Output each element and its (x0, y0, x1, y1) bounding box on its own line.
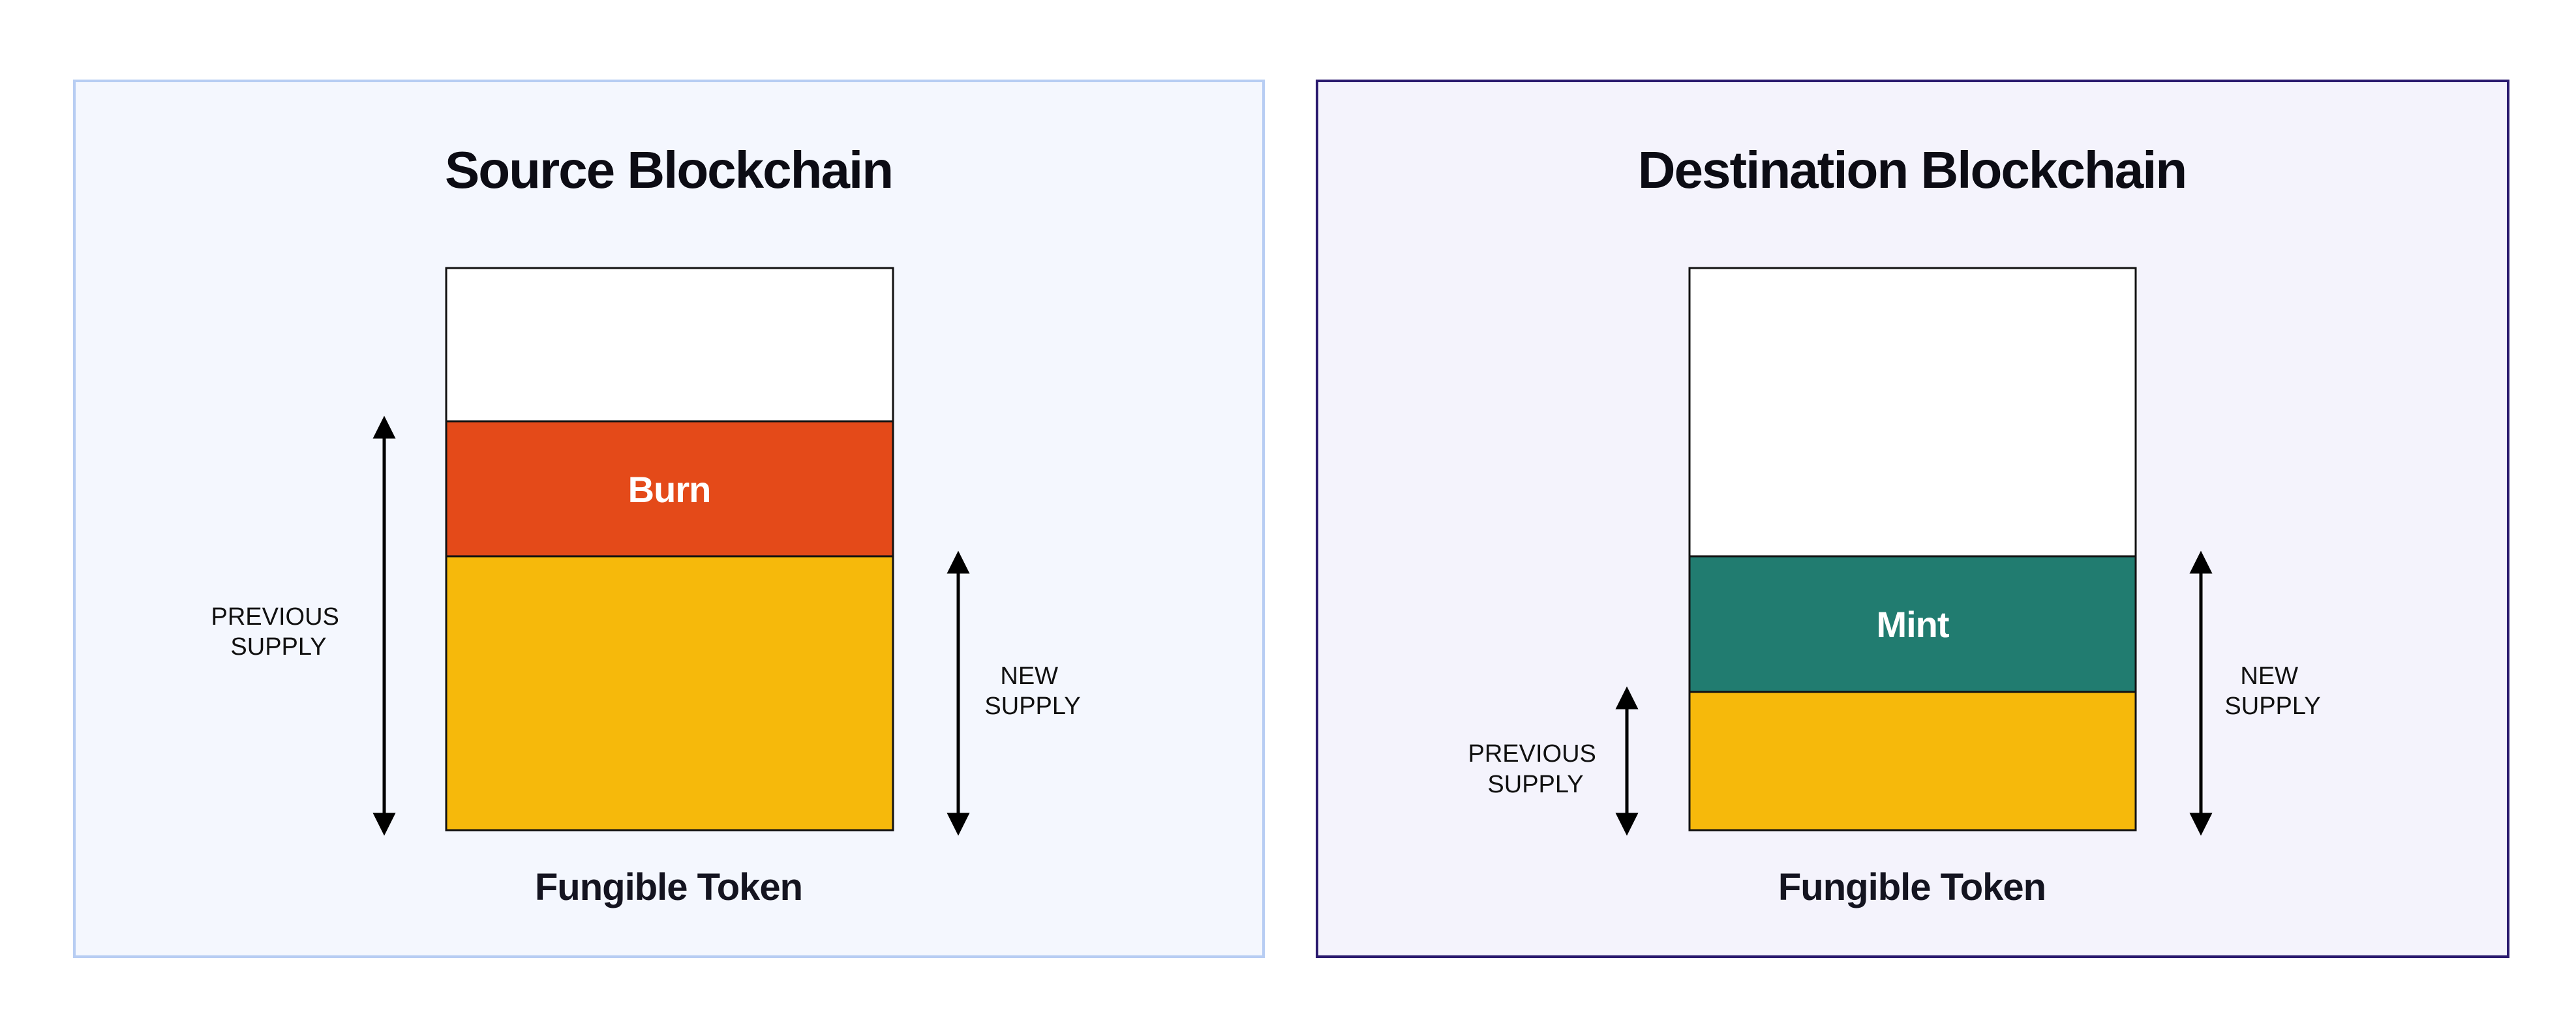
destination-empty-segment (1688, 267, 2137, 558)
destination-title: Destination Blockchain (1638, 141, 2187, 199)
source-remaining-supply-segment (445, 555, 894, 831)
destination-blockchain-panel: Destination Blockchain Mint PREVIOUS SUP… (1316, 80, 2509, 958)
burn-label: Burn (628, 469, 711, 510)
mint-label: Mint (1876, 604, 1948, 645)
mint-segment (1688, 555, 2137, 693)
source-title: Source Blockchain (445, 141, 892, 199)
destination-token-bar: Mint (1688, 267, 2137, 831)
destination-caption: Fungible Token (1778, 866, 2046, 908)
destination-previous-supply-label: PREVIOUS SUPPLY (1468, 740, 1603, 798)
source-empty-segment (445, 267, 894, 423)
source-new-supply-label: NEW SUPPLY (984, 663, 1080, 720)
destination-new-supply-label: NEW SUPPLY (2224, 663, 2320, 720)
destination-previous-supply-segment (1688, 691, 2137, 831)
source-caption: Fungible Token (535, 866, 802, 908)
source-blockchain-panel: Source Blockchain Burn PREVIOUS SUPPLY N… (73, 80, 1265, 958)
source-token-bar: Burn (445, 267, 894, 831)
burn-segment (445, 420, 894, 558)
source-previous-supply-label: PREVIOUS SUPPLY (211, 603, 346, 661)
